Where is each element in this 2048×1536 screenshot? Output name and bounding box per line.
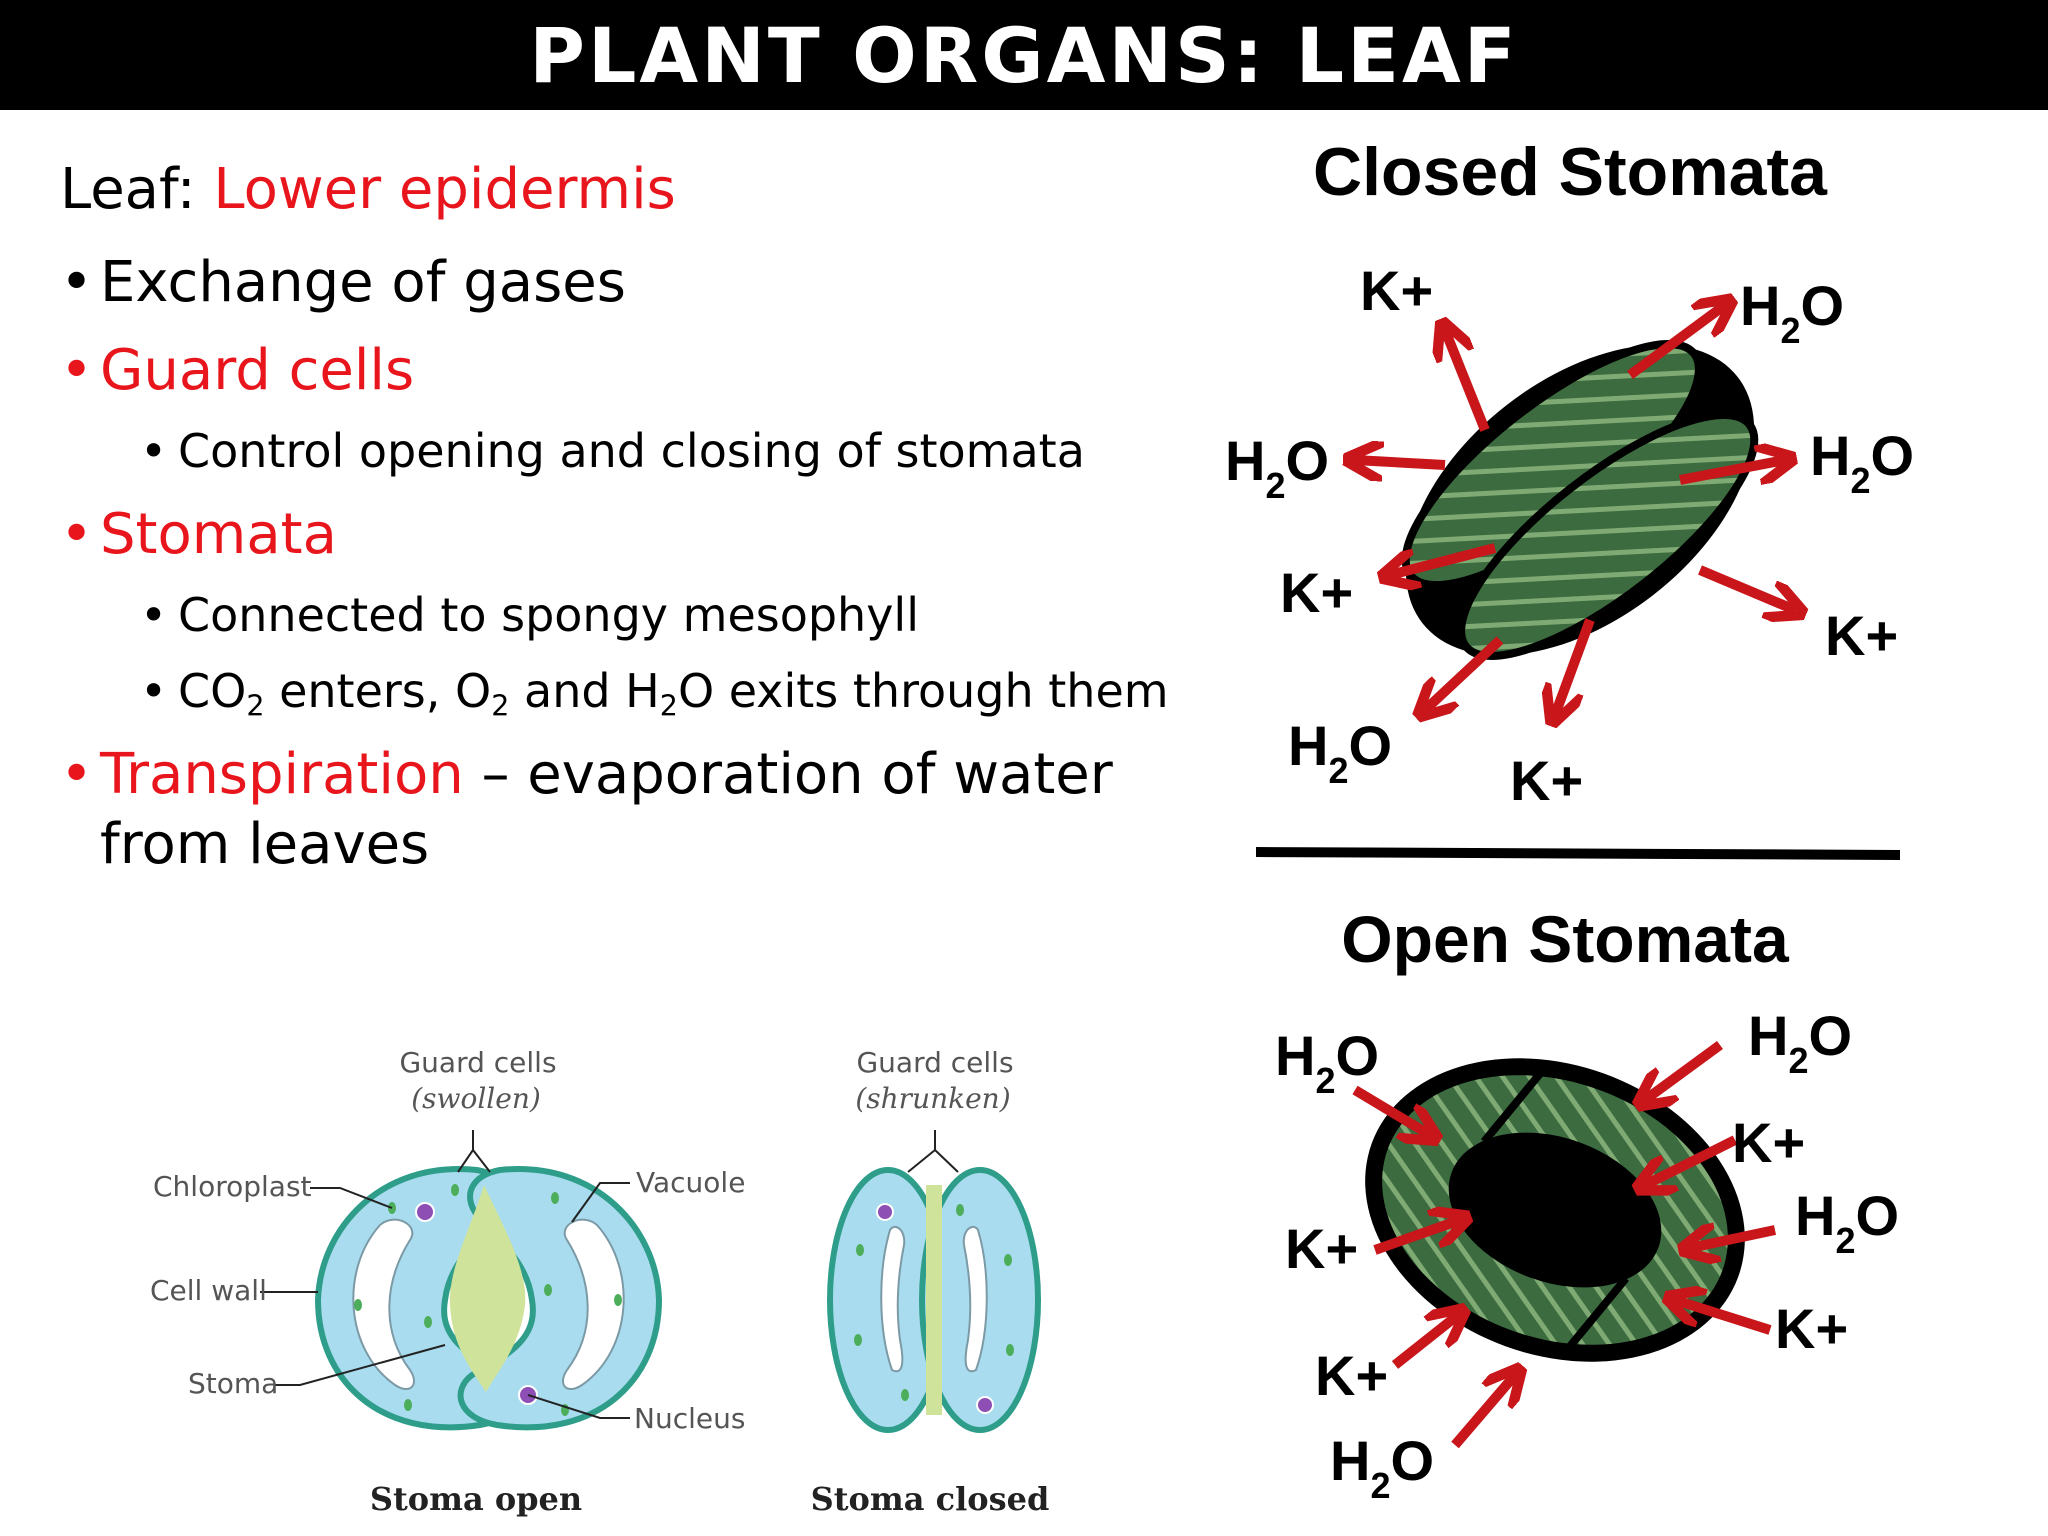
o2-sub: 2 bbox=[491, 689, 510, 723]
open-ion-k-lowerright: K+ bbox=[1775, 1297, 1848, 1360]
closed-ion-k-bottom: K+ bbox=[1510, 749, 1583, 812]
bullet-guard-cells-text: Guard cells bbox=[100, 338, 415, 403]
subbullet-guard-cells-text: Control opening and closing of stomata bbox=[178, 424, 1085, 478]
co2-text: CO bbox=[178, 664, 247, 718]
arrow-in-h2o-top bbox=[1645, 1040, 1723, 1100]
stoma-open-figure bbox=[314, 1166, 663, 1431]
closed-ion-h2o-right: H2O bbox=[1810, 424, 1914, 501]
cell-wall-label: Cell wall bbox=[150, 1274, 267, 1307]
open-ion-h2o-top: H2O bbox=[1748, 1004, 1852, 1081]
guard-cell-diagram: Guard cells (swollen) Guard cells (shrun… bbox=[150, 1046, 1049, 1518]
arrow-out-k-left bbox=[1390, 543, 1497, 575]
guard-cells-open-label: Guard cells bbox=[399, 1046, 556, 1079]
co2-sub: 2 bbox=[246, 689, 265, 723]
open-ion-h2o-bottom: H2O bbox=[1330, 1429, 1434, 1506]
stoma-label: Stoma bbox=[188, 1367, 278, 1400]
bullet-stomata: •Stomata bbox=[60, 502, 337, 567]
open-ion-k-right: K+ bbox=[1732, 1111, 1805, 1174]
arrow-in-k-left bbox=[1373, 1220, 1460, 1255]
o2-text: enters, O bbox=[264, 664, 492, 718]
bullet-stomata-text: Stomata bbox=[100, 502, 337, 567]
arrow-out-h2o-top bbox=[1627, 305, 1725, 380]
bullet-guard-cells: •Guard cells bbox=[60, 338, 415, 403]
chloroplast-label: Chloroplast bbox=[153, 1170, 312, 1203]
open-stomata-panel: Open Stomata H2O H2O K+ H2O K+ K+ K+ bbox=[1275, 902, 1899, 1506]
open-ion-h2o-right: H2O bbox=[1795, 1184, 1899, 1261]
nucleus-label: Nucleus bbox=[634, 1402, 745, 1435]
arrow-out-h2o-left bbox=[1355, 460, 1446, 465]
open-ion-k-lowerleft: K+ bbox=[1315, 1344, 1388, 1407]
shrunken-label: (shrunken) bbox=[855, 1082, 1010, 1115]
arrow-out-k-bottom bbox=[1555, 618, 1595, 715]
subbullet-spongy-text: Connected to spongy mesophyll bbox=[178, 588, 919, 642]
h2o-sub: 2 bbox=[659, 689, 678, 723]
arrow-in-k-lowerright bbox=[1675, 1300, 1772, 1335]
closed-ion-h2o-bottom: H2O bbox=[1288, 714, 1392, 791]
arrow-in-h2o-right bbox=[1690, 1230, 1777, 1248]
slide-text: Leaf: Lower epidermis •Exchange of gases… bbox=[60, 150, 1190, 880]
closed-ion-h2o-top: H2O bbox=[1740, 274, 1844, 351]
arrow-out-h2o-right bbox=[1679, 460, 1785, 485]
closed-arrows bbox=[1355, 305, 1795, 715]
leaf-heading: Leaf: Lower epidermis bbox=[60, 150, 1190, 230]
stoma-closed-figure bbox=[827, 1167, 1041, 1433]
stoma-closed-caption: Stoma closed bbox=[811, 1480, 1050, 1518]
heading-prefix: Leaf: bbox=[60, 157, 214, 222]
open-arrows bbox=[1352, 1040, 1777, 1449]
closed-ion-k-left: K+ bbox=[1280, 561, 1353, 624]
transpiration-term: Transpiration bbox=[100, 742, 464, 807]
open-ion-k-left: K+ bbox=[1285, 1217, 1358, 1280]
closed-stomata-title: Closed Stomata bbox=[1313, 134, 1828, 210]
heading-highlight: Lower epidermis bbox=[213, 157, 676, 222]
swollen-label: (swollen) bbox=[411, 1082, 541, 1115]
subbullet-spongy: •Connected to spongy mesophyll bbox=[140, 588, 919, 642]
arrow-out-k-top bbox=[1445, 330, 1490, 432]
h2o-text: and H bbox=[509, 664, 660, 718]
open-stomata-title: Open Stomata bbox=[1341, 902, 1790, 976]
vacuole-label: Vacuole bbox=[636, 1166, 745, 1199]
guard-cells-closed-label: Guard cells bbox=[856, 1046, 1013, 1079]
exits-text: O exits through them bbox=[677, 664, 1169, 718]
closed-ion-h2o-left: H2O bbox=[1225, 429, 1329, 506]
closed-ion-k-top: K+ bbox=[1360, 259, 1433, 322]
page-title: PLANT ORGANS: LEAF bbox=[529, 10, 1519, 100]
arrow-in-h2o-bottom bbox=[1451, 1375, 1515, 1449]
arrow-in-k-right bbox=[1645, 1135, 1738, 1185]
transpiration-definition: – evaporation of water from leaves bbox=[100, 742, 1113, 877]
closed-ion-k-right: K+ bbox=[1825, 604, 1898, 667]
closed-stomata-panel: Closed Stomata K+ H2O H2O H2O K+ K+ H2O … bbox=[1225, 134, 1914, 812]
arrow-in-h2o-topleft bbox=[1352, 1085, 1430, 1135]
arrow-out-k-right bbox=[1698, 565, 1795, 610]
bullet-exchange-text: Exchange of gases bbox=[100, 250, 626, 315]
subbullet-guard-cells: •Control opening and closing of stomata bbox=[140, 424, 1085, 478]
arrow-in-k-lowerleft bbox=[1391, 1315, 1458, 1369]
bullet-transpiration: •Transpiration – evaporation of water fr… bbox=[60, 742, 1113, 877]
stoma-open-caption: Stoma open bbox=[370, 1480, 582, 1518]
arrow-out-h2o-bottom bbox=[1425, 636, 1504, 710]
open-stoma-illustration bbox=[1365, 1058, 1745, 1362]
diagram-leader-lines bbox=[260, 1130, 959, 1419]
panel-divider bbox=[1255, 847, 1901, 860]
subbullet-gas-exchange: •CO2 enters, O2 and H2O exits through th… bbox=[140, 664, 1169, 723]
title-bar: PLANT ORGANS: LEAF bbox=[0, 0, 2048, 110]
bullet-exchange: •Exchange of gases bbox=[60, 250, 626, 315]
